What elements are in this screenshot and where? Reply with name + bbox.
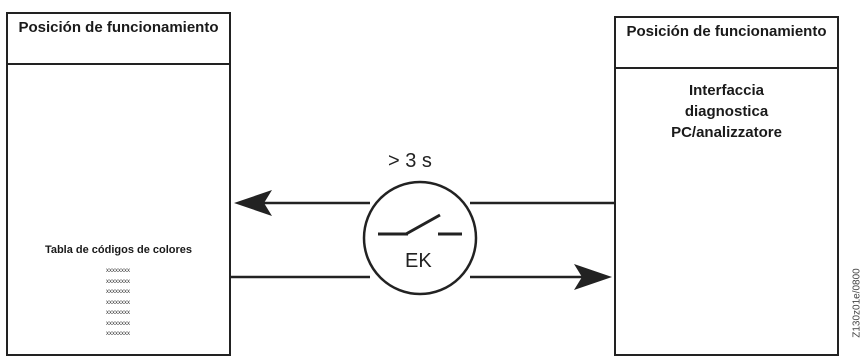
code-entry: xxxxxxxx — [106, 331, 130, 337]
document-id: Z130z01e/0800 — [851, 248, 861, 358]
document-id-text: Z130z01e/0800 — [851, 268, 861, 338]
code-entry: xxxxxxxx — [106, 289, 130, 295]
code-entry: xxxxxxxx — [106, 278, 130, 285]
code-entries-list: xxxxxxxx xxxxxxxx xxxxxxxx xxxxxxxx xxxxxxxx… — [96, 266, 140, 340]
diagnostic-interface-label: Interfaccia diagnostica PC/analizzatore — [671, 82, 782, 141]
code-entry: xxxxxxxx — [106, 310, 130, 316]
color-code-table-label: Tabla de códigos de colores — [44, 244, 193, 256]
arrow-left-icon — [234, 190, 272, 216]
code-entry: xxxxxxxx — [106, 299, 130, 306]
switch-label: EK — [405, 250, 432, 272]
right-panel: Posición de funcionamiento Interfaccia d… — [614, 16, 839, 356]
left-panel-title: Posición de funcionamiento — [8, 14, 229, 65]
left-panel: Posición de funcionamiento Tabla de códi… — [6, 12, 231, 356]
code-entry: xxxxxxxx — [106, 268, 130, 274]
duration-label: > 3 s — [388, 150, 432, 172]
switch-circle — [362, 180, 478, 296]
arrow-right-icon — [574, 264, 612, 290]
switch-lever-icon — [405, 213, 441, 236]
right-panel-title: Posición de funcionamiento — [616, 18, 837, 69]
code-entry: xxxxxxxx — [106, 320, 130, 327]
